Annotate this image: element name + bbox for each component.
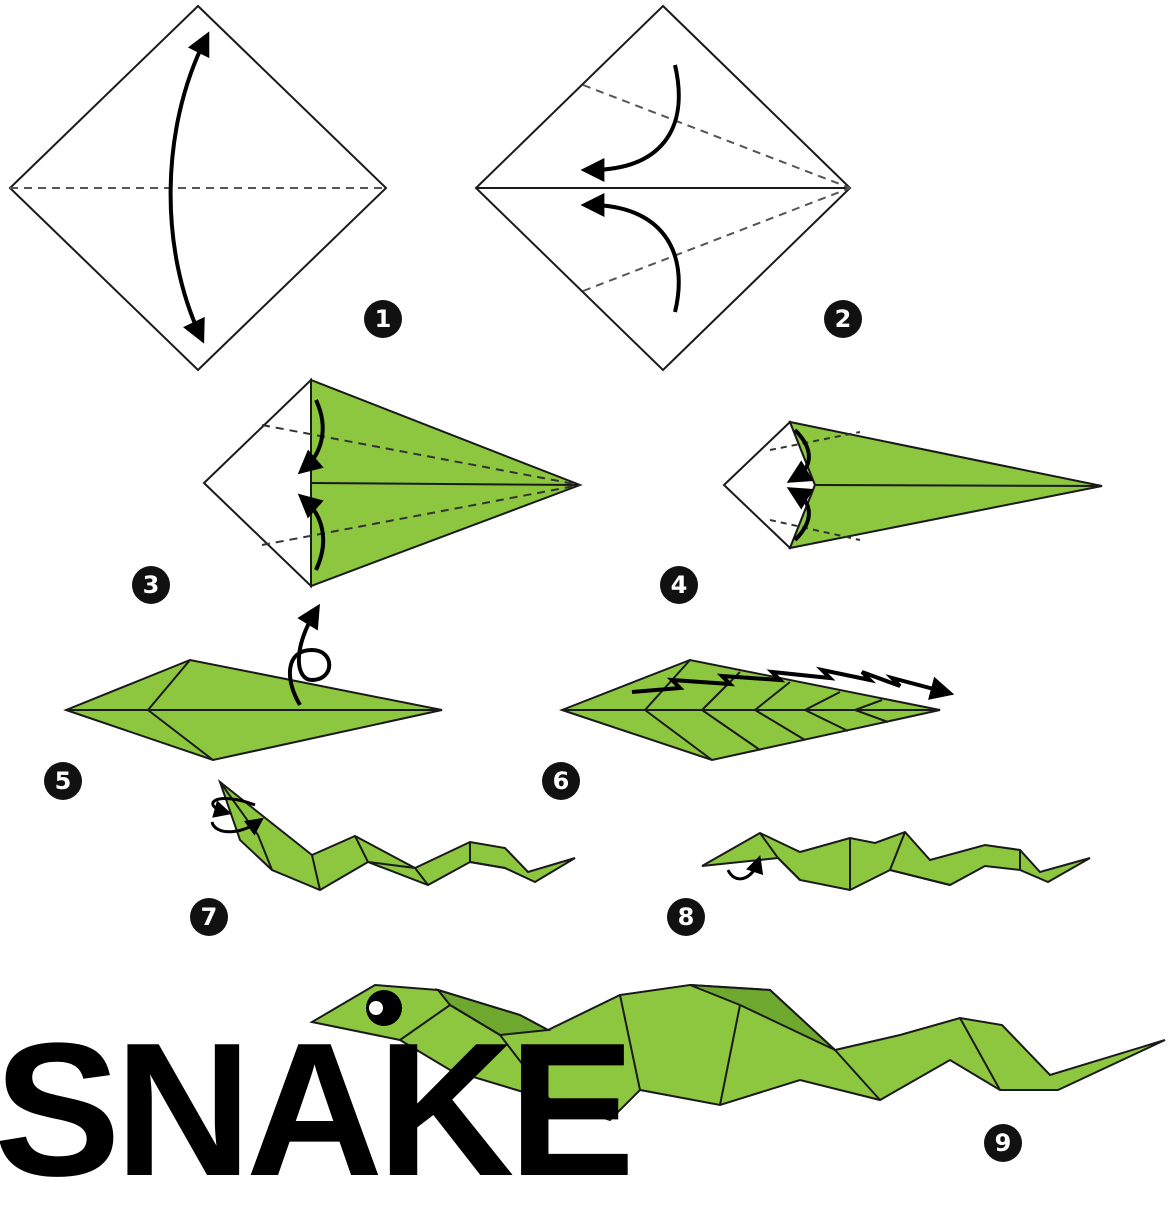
- step-badge-7: 7: [190, 898, 228, 936]
- step-badge-1: 1: [364, 300, 402, 338]
- page-title: SNAKE: [0, 1030, 629, 1190]
- snake-body-7: [220, 782, 575, 890]
- paper-white-3: [204, 380, 311, 586]
- fold-arrow-8: [728, 862, 758, 879]
- step-badge-9: 9: [984, 1124, 1022, 1162]
- step-3-diagram: [204, 380, 580, 586]
- step-badge-4: 4: [660, 566, 698, 604]
- step-badge-3: 3: [132, 566, 170, 604]
- step-5-diagram: [66, 612, 442, 760]
- step-8-diagram: [702, 832, 1090, 890]
- step-2-diagram: [476, 6, 850, 370]
- step-badge-5: 5: [44, 762, 82, 800]
- step-7-diagram: [212, 782, 575, 890]
- step-badge-6: 6: [542, 762, 580, 800]
- step-badge-8: 8: [667, 898, 705, 936]
- step-1-diagram: [10, 6, 386, 370]
- snake-body-8: [702, 832, 1090, 890]
- step-badge-2: 2: [824, 300, 862, 338]
- step-4-diagram: [724, 422, 1102, 548]
- center-line-4: [815, 485, 1102, 486]
- step-6-diagram: [562, 660, 945, 760]
